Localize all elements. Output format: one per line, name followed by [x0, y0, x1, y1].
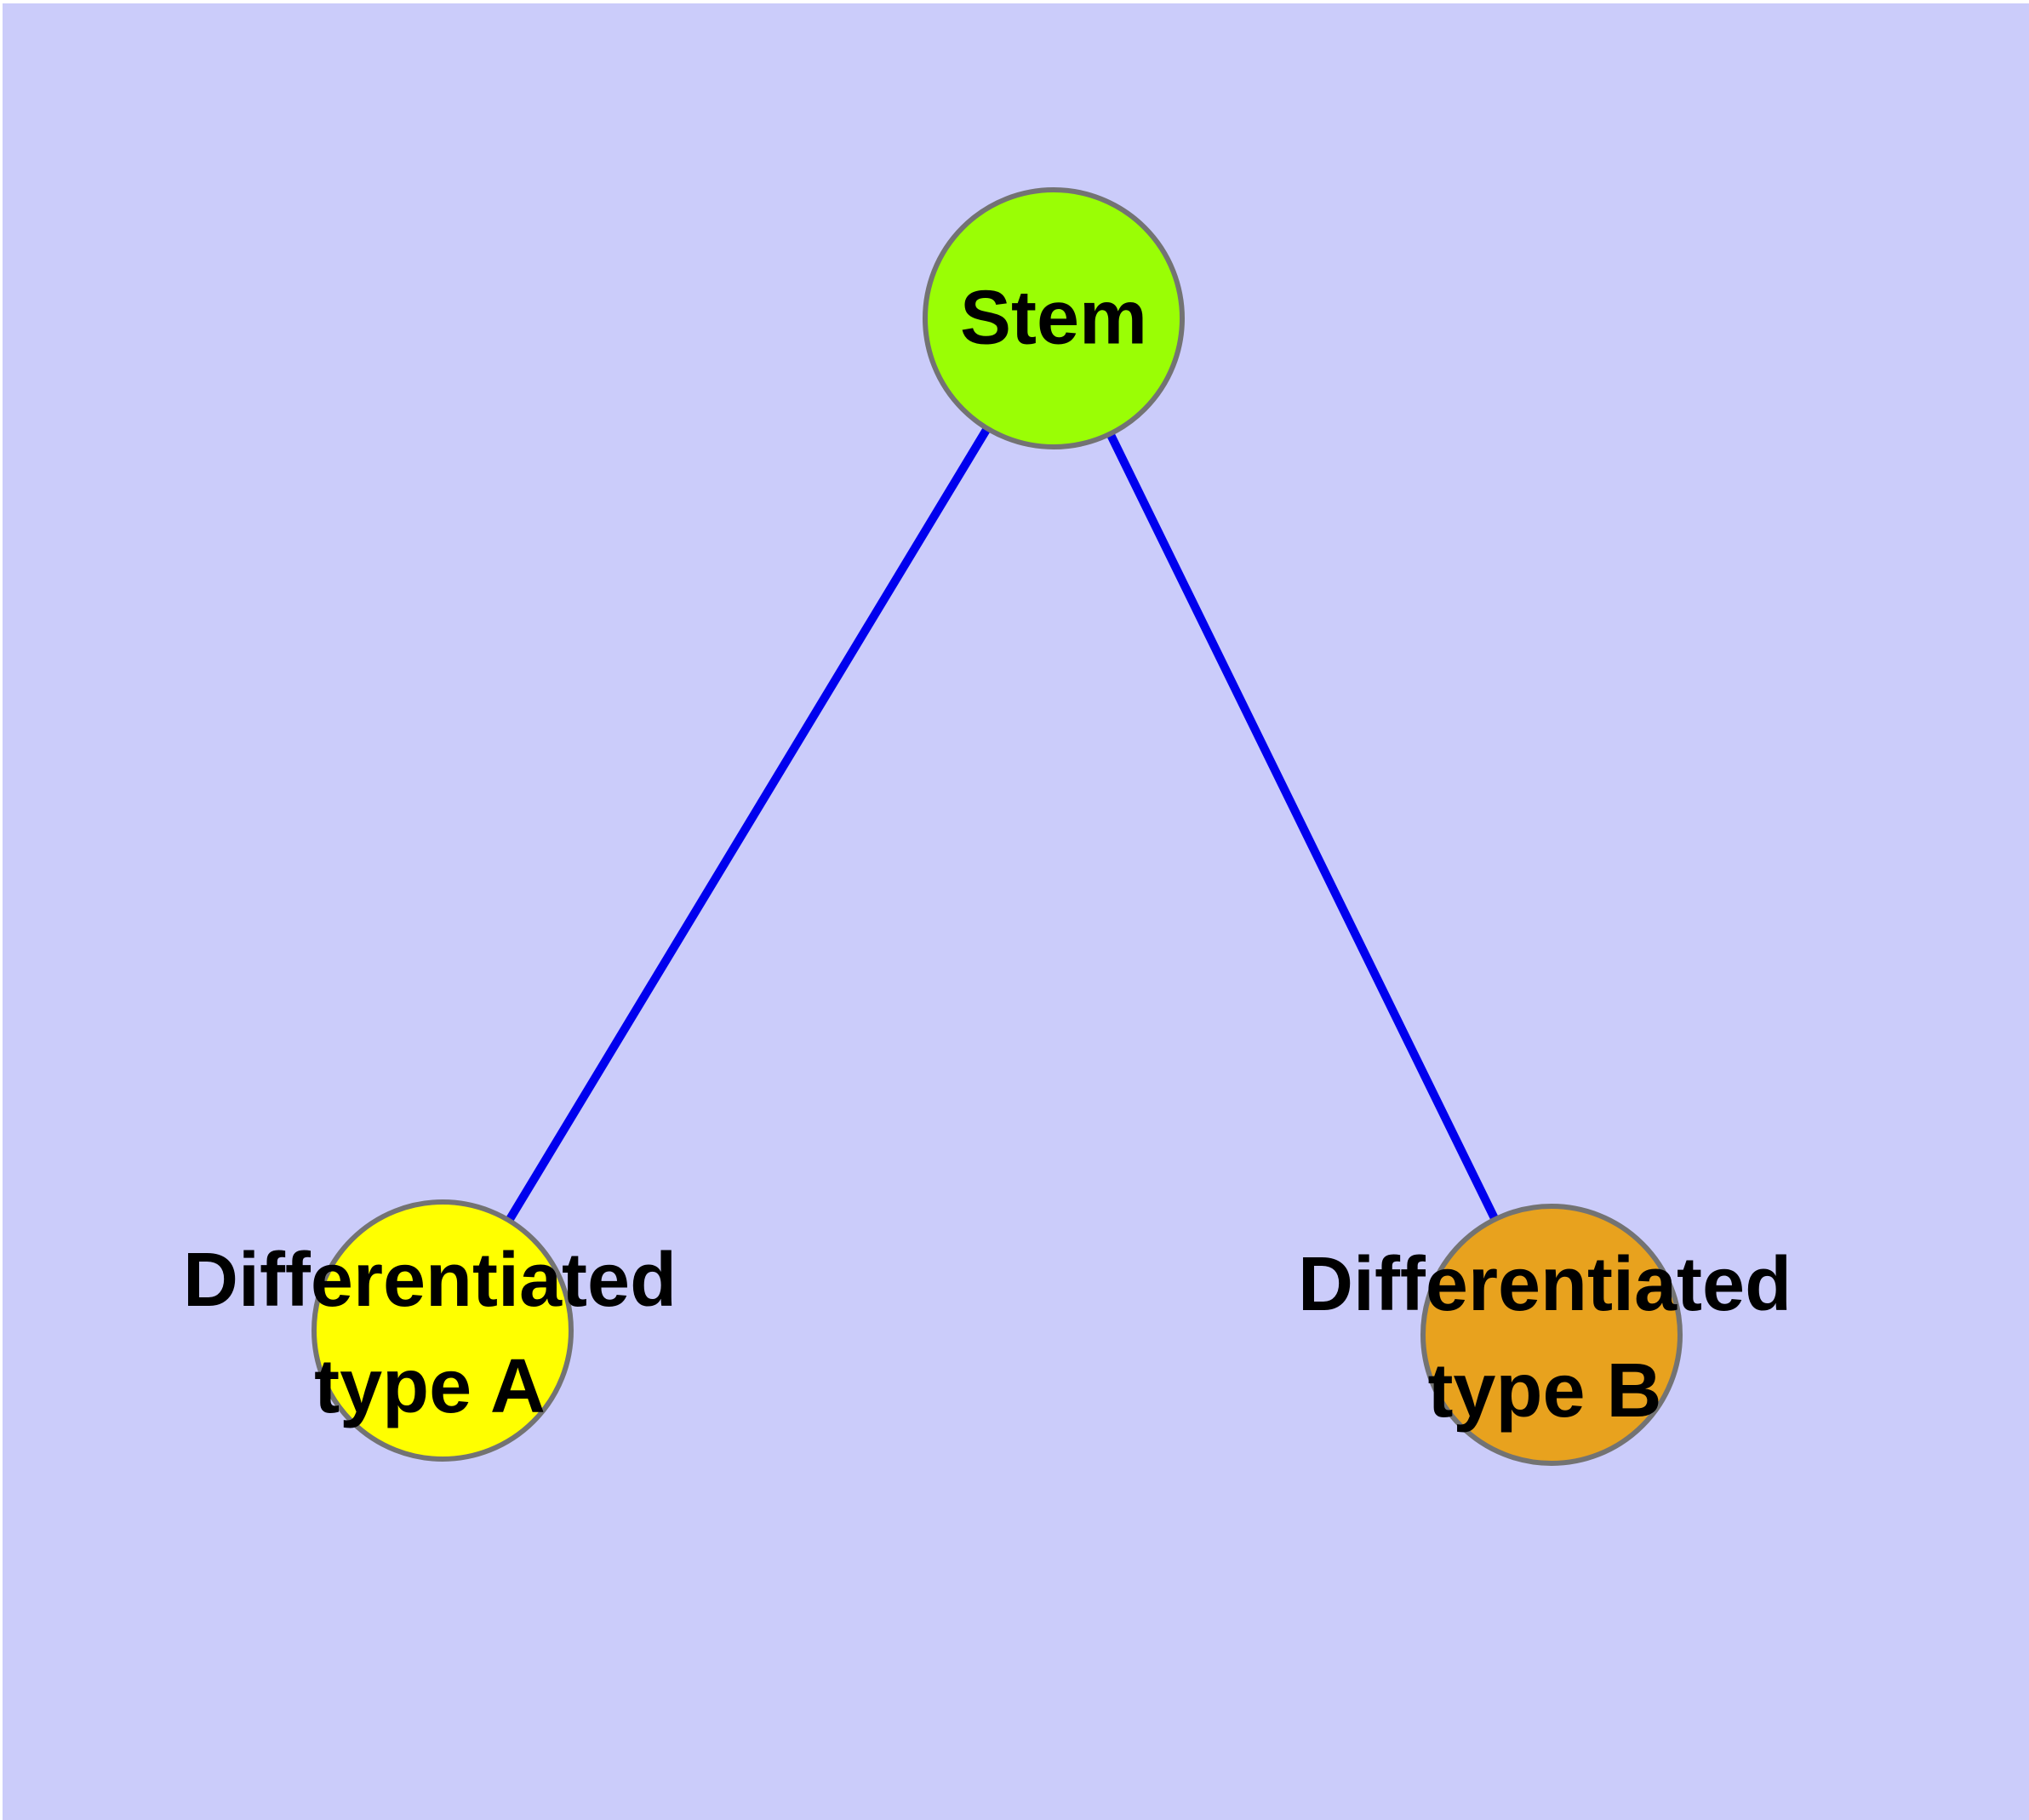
differentiated-type-b-node-label[interactable]: Differentiated type B [1298, 1232, 1792, 1445]
label-line-2: type B [1427, 1348, 1662, 1434]
differentiated-type-a-node[interactable] [311, 1199, 574, 1462]
differentiated-type-a-node-label[interactable]: Differentiated type A [183, 1228, 677, 1440]
edge-stem-to-type-a [438, 314, 1058, 1335]
stem-node[interactable] [923, 187, 1185, 449]
label-line-1: Differentiated [1297, 1242, 1792, 1327]
differentiated-type-b-node[interactable] [1420, 1204, 1683, 1466]
graph-svg [311, 187, 1683, 1466]
label-line-1: Differentiated [182, 1238, 677, 1323]
edge-stem-to-type-b [1049, 314, 1556, 1339]
diagram-canvas: Stem Differentiated type A Differentiate… [3, 3, 2029, 1820]
stem-node-label[interactable]: Stem [959, 275, 1148, 361]
label-line-2: type A [314, 1344, 546, 1429]
